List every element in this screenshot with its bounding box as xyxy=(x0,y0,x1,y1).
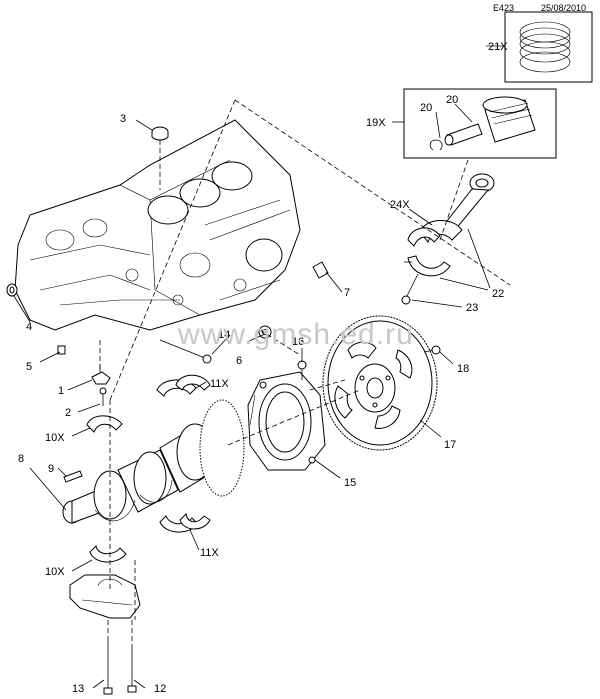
main-bearing-lower-shell-b xyxy=(89,544,127,563)
callout-8: 8 xyxy=(18,453,24,465)
callout-2: 2 xyxy=(65,407,71,419)
cap-bolt-outer xyxy=(127,648,137,693)
cap-bolt-inner xyxy=(103,640,113,695)
callout-4: 4 xyxy=(26,321,32,333)
oil-jet-bolt xyxy=(99,387,107,406)
callout-3: 3 xyxy=(120,113,126,125)
callout-16: 16 xyxy=(292,336,304,348)
callout-10x-lower: 10X xyxy=(45,566,65,578)
rear-seal-housing xyxy=(247,371,326,471)
guide-sleeve xyxy=(312,261,329,279)
callout-11x-upper: 11X xyxy=(210,378,229,390)
cylinder-block xyxy=(14,119,301,331)
connecting-rod-bolt xyxy=(401,273,419,305)
callout-15: 15 xyxy=(344,477,356,489)
piston xyxy=(482,96,536,143)
dowel-pin xyxy=(57,345,66,355)
assembly-guide-lines xyxy=(99,99,511,648)
diagram-code: E423 xyxy=(493,3,515,13)
callout-12: 12 xyxy=(154,683,166,695)
flexplate xyxy=(322,315,438,451)
callout-20-pin: 20 xyxy=(420,102,432,114)
small-seal xyxy=(6,283,18,297)
callout-23: 23 xyxy=(466,302,478,314)
bearing-shells-upper xyxy=(407,227,441,247)
callout-24x: 24X xyxy=(390,199,410,211)
crank-reluctor-ring xyxy=(199,399,245,497)
callout-20-clip: 20 xyxy=(446,94,458,106)
long-bolt xyxy=(159,339,212,364)
callout-14: 14 xyxy=(218,329,230,341)
callout-6: 6 xyxy=(236,355,242,367)
flexplate-bolt xyxy=(423,345,441,355)
callout-17: 17 xyxy=(444,439,456,451)
main-bearing-lower-shell xyxy=(86,415,123,433)
callout-9: 9 xyxy=(48,463,54,475)
main-bearing-lower-shells-pair xyxy=(159,512,211,533)
piston-oil-jet xyxy=(91,364,111,385)
piston-rings xyxy=(519,21,571,73)
callout-19x: 19X xyxy=(366,117,386,129)
main-bearing-upper-shells xyxy=(156,374,211,397)
callout-21x: 21X xyxy=(488,41,508,53)
callout-7: 7 xyxy=(344,287,350,299)
callout-5: 5 xyxy=(26,361,32,373)
seal-housing-bolt xyxy=(297,360,307,380)
circlip xyxy=(429,139,443,151)
main-bearing-cap xyxy=(69,574,141,619)
connecting-rod-cap xyxy=(404,255,451,277)
piston-rings-box xyxy=(504,11,593,83)
callout-10x-upper: 10X xyxy=(45,432,65,444)
callout-22: 22 xyxy=(492,288,504,300)
diagram-date: 25/08/2010 xyxy=(541,3,587,13)
callout-18: 18 xyxy=(457,363,469,375)
connecting-rod xyxy=(419,173,495,243)
callout-11x-lower: 11X xyxy=(200,547,219,559)
callout-13: 13 xyxy=(72,683,84,695)
core-plug xyxy=(151,126,169,141)
piston-pin xyxy=(444,123,483,146)
leader-lines xyxy=(13,45,505,689)
watermark: www.gmsh.ed.ru xyxy=(178,318,414,351)
callout-1: 1 xyxy=(58,385,64,397)
woodruff-key xyxy=(63,470,83,483)
